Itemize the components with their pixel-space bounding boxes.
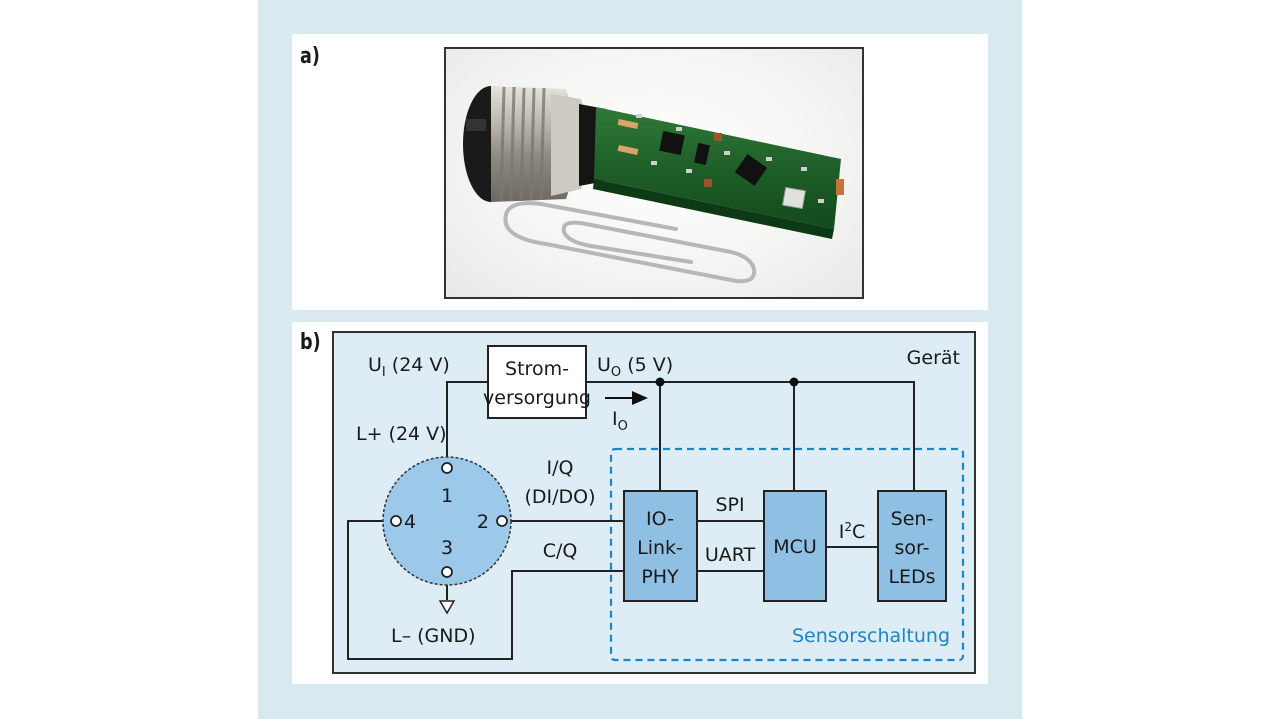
current-label: IO	[612, 408, 628, 434]
m12-connector	[463, 86, 611, 202]
io-link-phy-block	[623, 490, 698, 602]
ground-icon	[438, 600, 456, 615]
sensor-photo	[444, 47, 864, 299]
phy-label-line3: PHY	[641, 566, 679, 588]
pin-2-label: 2	[477, 511, 489, 533]
wires	[347, 381, 915, 660]
pin-4-label: 4	[404, 511, 416, 533]
pin-3-contact	[441, 566, 453, 578]
mcu-label: MCU	[773, 536, 817, 558]
device-label: Gerät	[907, 347, 960, 369]
sensor-circuit-boundary	[609, 447, 965, 662]
mcu-block	[763, 490, 827, 602]
iq-label: I/Q	[547, 457, 574, 479]
sensor-circuit-label: Sensorschaltung	[792, 625, 950, 647]
pcb-board	[593, 107, 844, 239]
output-voltage-label: UO (5 V)	[597, 354, 673, 380]
phy-label-line2: Link-	[637, 537, 683, 559]
pin-1-label: 1	[441, 485, 453, 507]
spi-label: SPI	[715, 494, 744, 516]
junction-dot	[655, 377, 665, 387]
paperclip	[503, 201, 757, 284]
di-do-label: (DI/DO)	[524, 486, 595, 508]
input-voltage-label: UI (24 V)	[368, 354, 450, 380]
m12-connector-face	[382, 456, 512, 586]
wire-cq	[347, 520, 624, 660]
l-plus-label: L+ (24 V)	[356, 423, 447, 445]
sensor-leds-block	[877, 490, 947, 602]
i2c-label: I2C	[839, 520, 866, 543]
phy-label-line1: IO-	[646, 508, 674, 530]
l-minus-label: L– (GND)	[391, 625, 476, 647]
pin-2-contact	[496, 515, 508, 527]
panel-b-label: b)	[300, 330, 321, 355]
pin-1-contact	[441, 462, 453, 474]
power-supply-line2: versorgung	[483, 387, 591, 409]
wire-5v-rail	[586, 381, 915, 490]
junction-dot	[789, 377, 799, 387]
panel-a: a)	[292, 34, 988, 310]
pin-4-contact	[390, 515, 402, 527]
sensor-photo-illustration	[463, 86, 844, 284]
uart-label: UART	[705, 544, 756, 566]
pin-3-label: 3	[441, 537, 453, 559]
power-supply-line1: Strom-	[505, 358, 569, 380]
current-arrow-icon	[632, 391, 648, 405]
leds-label-line3: LEDs	[888, 566, 935, 588]
wire-l-plus	[446, 381, 488, 464]
power-supply-block	[487, 345, 587, 419]
cq-label: C/Q	[543, 540, 578, 562]
panel-a-label: a)	[300, 44, 320, 69]
leds-label-line1: Sen-	[891, 508, 934, 530]
leds-label-line2: sor-	[895, 537, 930, 559]
